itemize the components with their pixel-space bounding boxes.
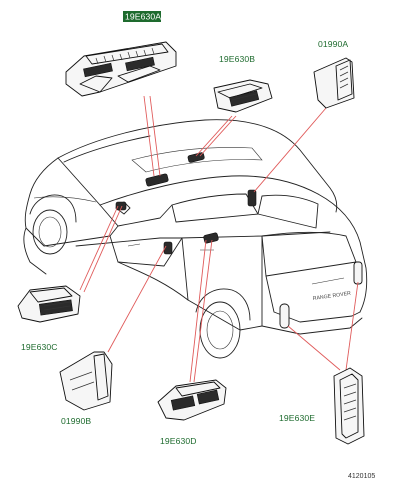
part-01990a[interactable] [313, 57, 355, 109]
vent-marker-c [115, 201, 127, 211]
label-19e630d[interactable]: 19E630D [160, 436, 197, 446]
selected-label-bg [123, 11, 161, 22]
part-19e630d[interactable] [157, 379, 227, 421]
part-19e630b[interactable] [213, 79, 273, 113]
vehicle-illustration: RANGE ROVER [23, 119, 368, 359]
leader-lines [79, 95, 359, 383]
label-01990a[interactable]: 01990A [318, 39, 348, 49]
vent-markers [115, 152, 257, 255]
part-19e630a-slats [95, 47, 155, 65]
label-19e630b[interactable]: 19E630B [219, 54, 255, 64]
part-19e630a[interactable] [65, 41, 177, 97]
label-19e630a[interactable]: 19E630A [125, 12, 161, 22]
vent-marker-a [145, 173, 169, 187]
part-01990b[interactable] [59, 351, 113, 411]
part-19e630e[interactable] [333, 367, 365, 445]
vent-marker-01990b [163, 241, 173, 255]
vehicle-badge-text: RANGE ROVER [312, 291, 351, 302]
vent-marker-01990a [247, 189, 257, 207]
vent-marker-b [187, 152, 205, 163]
label-19e630c[interactable]: 19E630C [21, 342, 58, 352]
label-01990b[interactable]: 01990B [61, 416, 91, 426]
part-19e630c[interactable] [17, 285, 81, 323]
label-19e630e[interactable]: 19E630E [279, 413, 315, 423]
figure-reference: 4120105 [348, 473, 375, 480]
